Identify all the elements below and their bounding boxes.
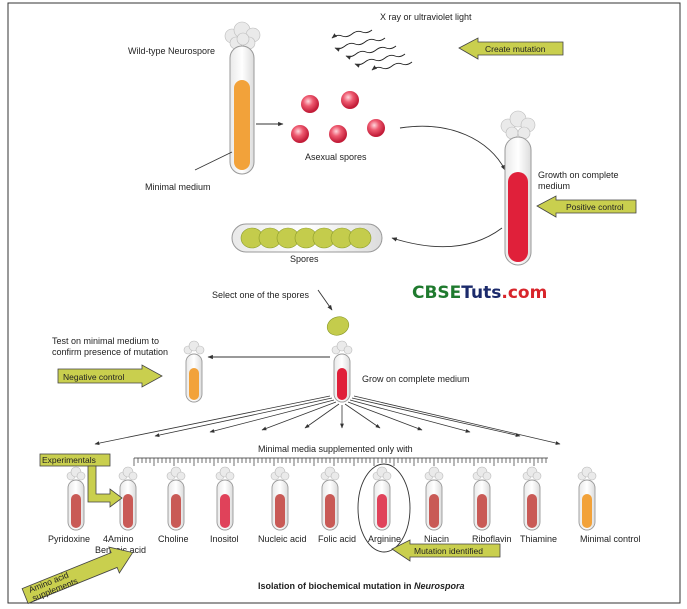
tube-label: Arginine xyxy=(368,534,401,544)
grow-complete-label: Grow on complete medium xyxy=(362,374,470,384)
tube-label: Choline xyxy=(158,534,189,544)
asexual-spores-label: Asexual spores xyxy=(305,152,367,162)
tick-ruler xyxy=(133,457,548,466)
tube-icon xyxy=(424,466,444,531)
distribution-arrows xyxy=(94,395,561,446)
asexual-spores xyxy=(291,91,385,143)
test-label-line2: confirm presence of mutation xyxy=(52,347,168,357)
arginine-highlight xyxy=(357,463,411,553)
test-tube xyxy=(183,340,205,403)
uv-ray-icon xyxy=(331,29,413,71)
block-arrow-icon xyxy=(57,364,163,388)
test-label-line1: Test on minimal medium to xyxy=(52,336,159,346)
tube-label: Pyridoxine xyxy=(48,534,90,544)
xray-label: X ray or ultraviolet light xyxy=(380,12,472,22)
tube-label: Riboflavin xyxy=(472,534,512,544)
spore-icon xyxy=(341,91,359,109)
wild-type-label: Wild-type Neurospore xyxy=(128,46,215,56)
tube-label: Nucleic acid xyxy=(258,534,307,544)
block-arrow-icon xyxy=(21,546,134,604)
growth-label-line1: Growth on complete xyxy=(538,170,619,180)
tube-icon xyxy=(215,466,235,531)
arrow-to-spore-tube xyxy=(391,227,503,248)
brand-logo: CBSETuts.com xyxy=(412,283,547,303)
minimal-medium-label: Minimal medium xyxy=(145,182,211,192)
svg-text:Experimentals: Experimentals xyxy=(42,455,96,465)
svg-text:Negative control: Negative control xyxy=(63,372,125,382)
select-spore-label: Select one of the spores xyxy=(212,290,310,300)
negative-control-tag: Negative control xyxy=(57,364,163,388)
svg-text:Positive control: Positive control xyxy=(566,202,624,212)
tube-row xyxy=(66,466,597,531)
tube-icon xyxy=(522,466,542,531)
spore-icon xyxy=(348,227,372,249)
cotton-plug-icon xyxy=(331,340,353,355)
tube-icon xyxy=(577,466,597,531)
create-mutation-tag: Create mutation xyxy=(458,37,564,60)
tube-label: Inositol xyxy=(210,534,239,544)
minimal-medium-pointer xyxy=(194,151,233,171)
figure-caption: Isolation of biochemical mutation in Neu… xyxy=(258,581,465,591)
spore-icon xyxy=(329,125,347,143)
tube-icon xyxy=(118,466,138,531)
tube-label: Folic acid xyxy=(318,534,356,544)
mutation-identified-tag: Mutation identified xyxy=(391,539,501,562)
tube-label: Minimal control xyxy=(580,534,641,544)
spore-icon xyxy=(301,95,319,113)
tube-label: 4Amino xyxy=(103,534,134,544)
spore-tube xyxy=(231,223,383,253)
spores-label: Spores xyxy=(290,254,319,264)
amino-acid-tag: Amino acid supplements xyxy=(21,546,134,604)
cotton-plug-icon xyxy=(500,110,536,140)
block-arrow-icon xyxy=(391,539,501,562)
tube-icon xyxy=(166,466,186,531)
svg-text:Mutation identified: Mutation identified xyxy=(414,546,483,556)
tube-icon xyxy=(320,466,340,531)
figure-border xyxy=(7,2,681,604)
tube-labels: Pyridoxine4AminoBenzoic acidCholineInosi… xyxy=(48,534,641,555)
growth-label-line2: medium xyxy=(538,181,570,191)
spore-icon xyxy=(326,316,350,336)
tube-label: Niacin xyxy=(424,534,449,544)
supplemented-label: Minimal media supplemented only with xyxy=(258,444,413,454)
tube-icon xyxy=(372,466,392,531)
cotton-plug-icon xyxy=(183,340,205,355)
block-arrow-icon xyxy=(87,465,123,508)
block-arrow-icon xyxy=(536,195,637,218)
tube-icon xyxy=(270,466,290,531)
complete-medium-tube xyxy=(500,110,536,266)
cotton-plug-icon xyxy=(224,21,261,50)
svg-text:Create mutation: Create mutation xyxy=(485,44,546,54)
wild-type-tube xyxy=(224,21,261,175)
positive-control-tag: Positive control xyxy=(536,195,637,218)
arrow-to-single-spore xyxy=(317,289,333,311)
spore-icon xyxy=(291,125,309,143)
spore-icon xyxy=(367,119,385,137)
arrow-to-complete-medium xyxy=(399,125,506,171)
experimentals-tag: Experimentals xyxy=(39,453,123,508)
tube-label: Thiamine xyxy=(520,534,557,544)
block-arrow-icon xyxy=(458,37,564,60)
tube-icon xyxy=(66,466,86,531)
tube-icon xyxy=(472,466,492,531)
grow-complete-tube xyxy=(331,340,353,403)
